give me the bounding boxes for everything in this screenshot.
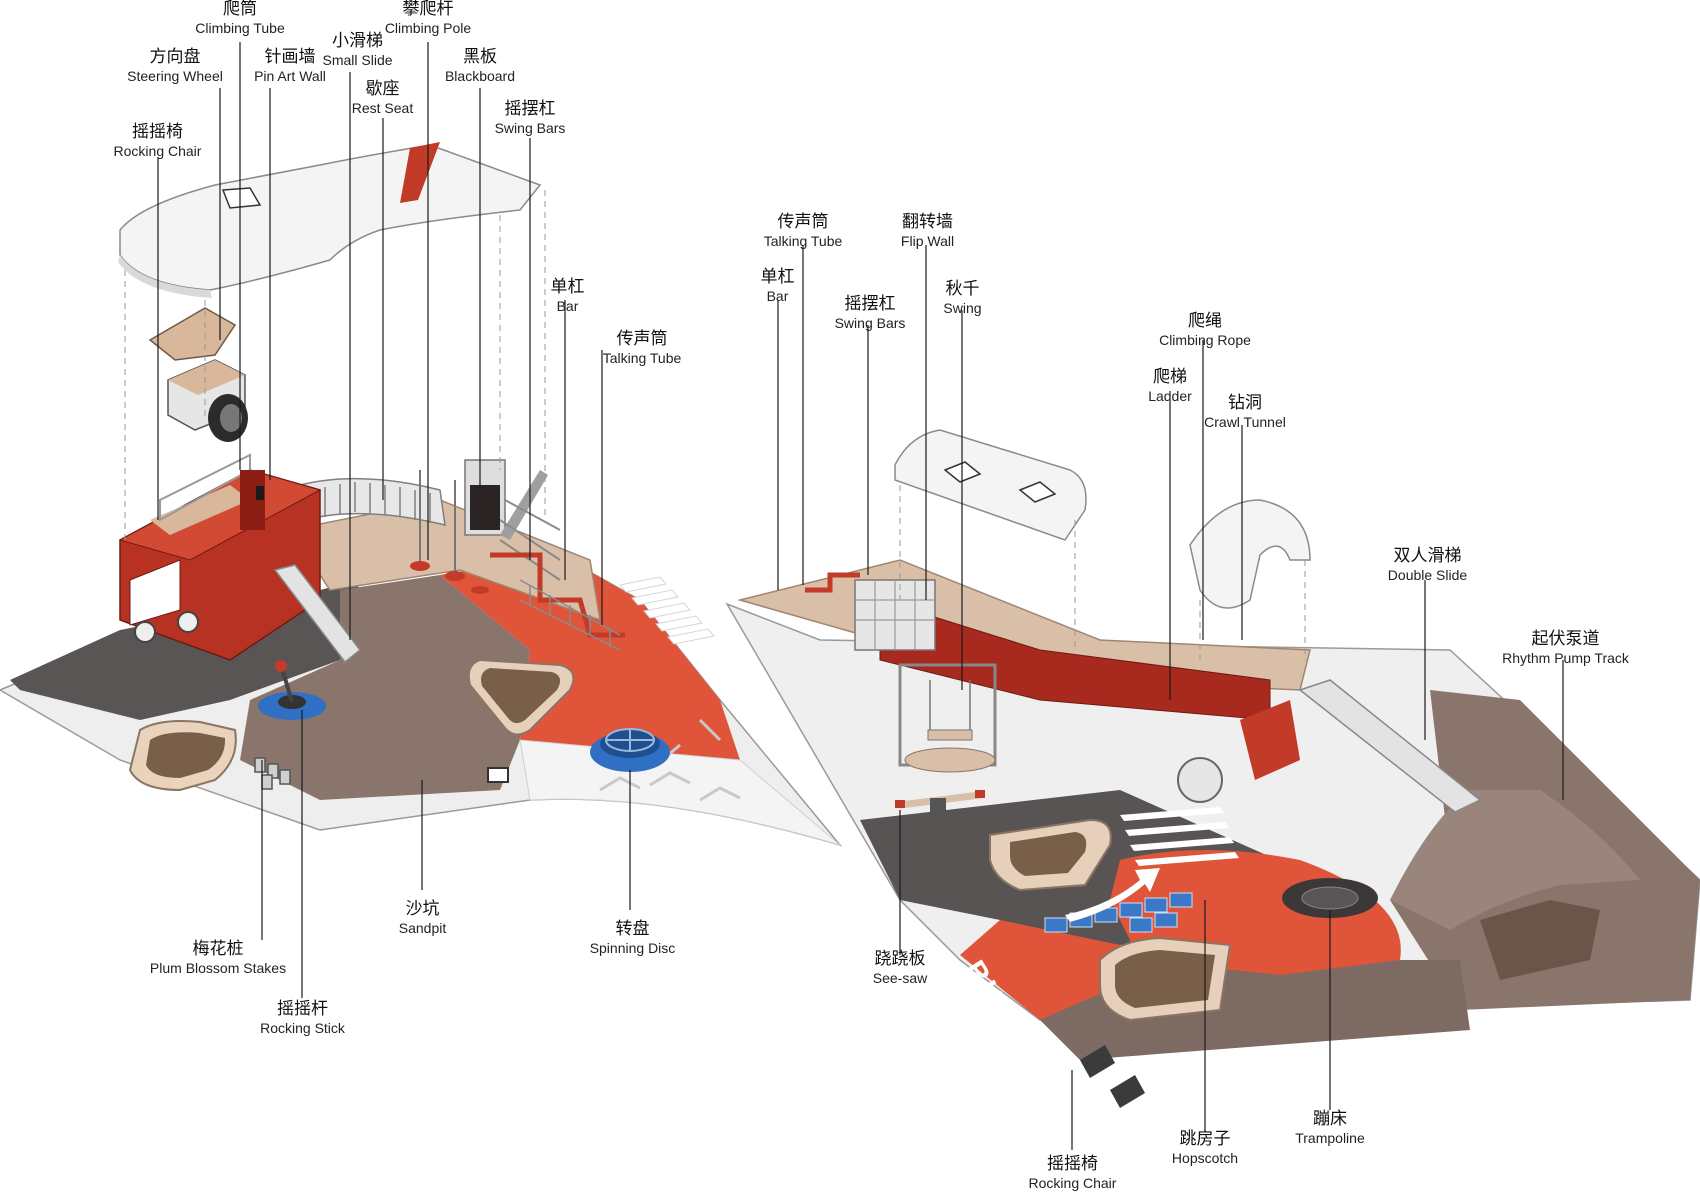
right-roof-panel	[894, 429, 1087, 541]
left-crossing-stripes	[619, 576, 715, 645]
swing-frame-shape	[898, 663, 997, 773]
right-red-stripe-area	[960, 920, 1120, 1020]
left-roof-panel	[119, 144, 542, 291]
fire-engine-bus	[118, 453, 322, 661]
talking-tube-right-pipe	[805, 572, 860, 593]
right-playground	[725, 429, 1700, 1108]
pump-track-mound	[1390, 790, 1640, 930]
left-white-pavement	[519, 739, 841, 846]
crawl-tunnel-hood	[1189, 499, 1311, 609]
flip-wall-shape	[854, 579, 936, 651]
rocking-chairs-shape	[1080, 1045, 1145, 1108]
right-white-stripes	[1120, 807, 1239, 866]
climbing-pole-shapes	[410, 470, 489, 594]
blackboard-frame-shape	[464, 459, 561, 581]
left-playground	[0, 142, 843, 847]
leader-lines	[157, 42, 1564, 1150]
double-slide-shape	[1298, 679, 1482, 813]
exploded-cabin-parts	[148, 307, 248, 442]
left-red-ground	[440, 555, 740, 760]
direction-arrow	[1065, 868, 1160, 922]
small-slide-shape	[273, 564, 362, 664]
crawl-tunnel-box	[1240, 700, 1300, 780]
left-brown-ground	[240, 575, 530, 800]
plum-blossom-stakes-shape	[254, 757, 291, 790]
rocking-stick-shape	[258, 660, 326, 720]
see-saw-shape	[895, 790, 985, 816]
trampoline-shape	[1282, 878, 1378, 918]
rest-seat-shape	[299, 477, 446, 526]
talking-tube-left-pipe	[490, 552, 625, 638]
left-sandpit	[146, 732, 226, 778]
spinning-disc-shape	[590, 728, 670, 772]
